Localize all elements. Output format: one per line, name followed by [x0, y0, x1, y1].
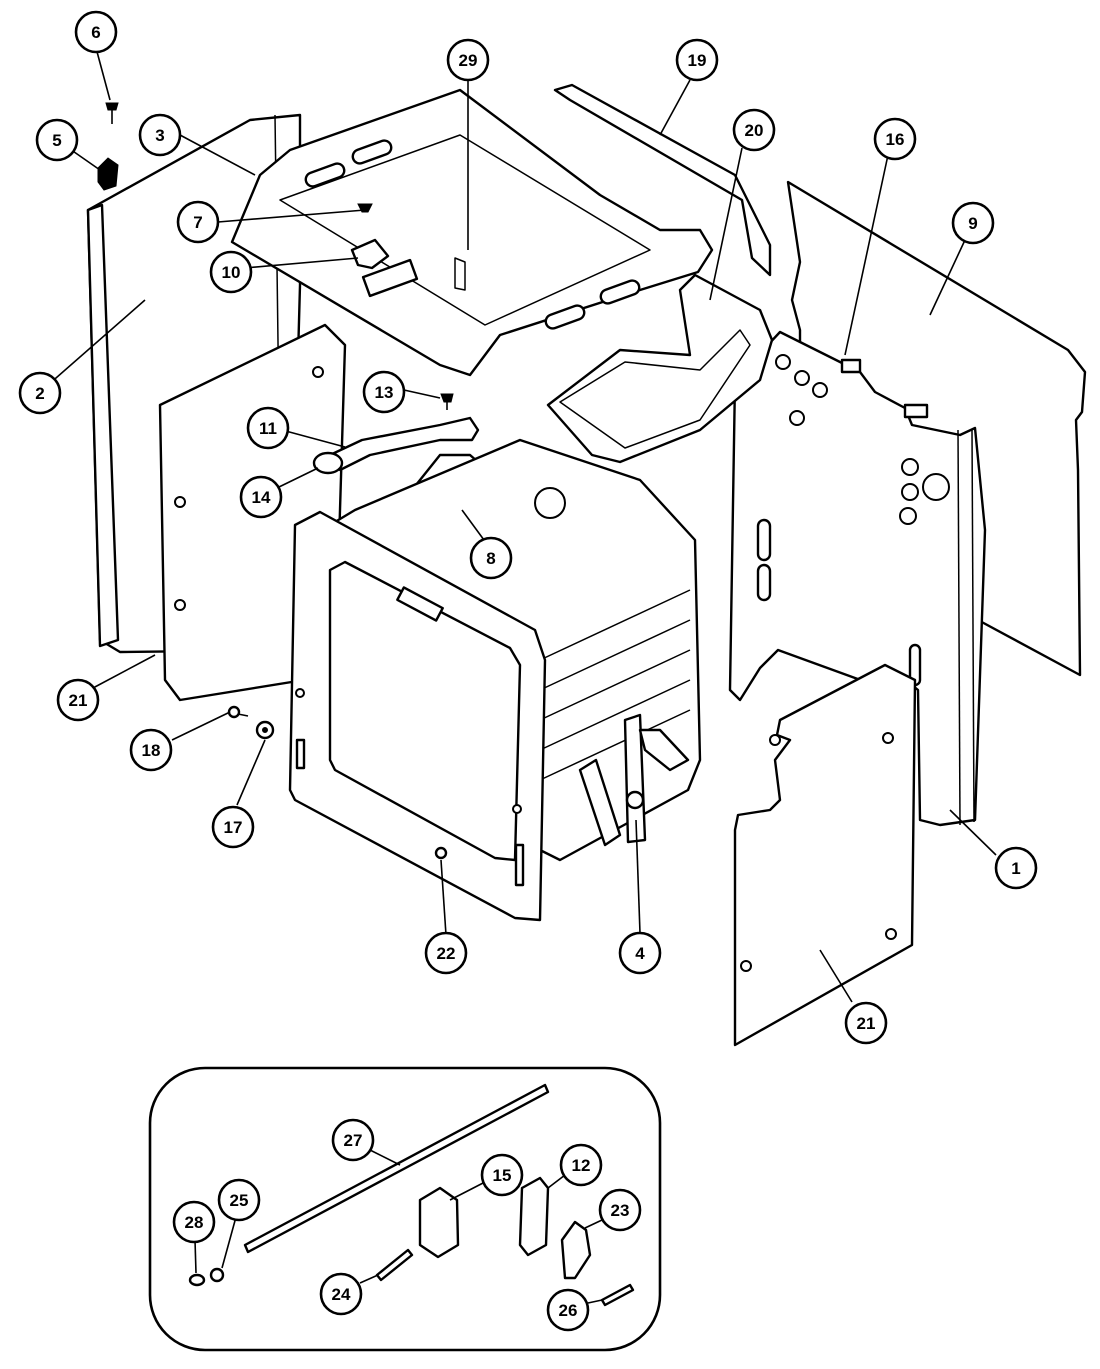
part-9-rear-side-panel: [786, 180, 1087, 677]
callout-label: 11: [259, 419, 277, 438]
callout-14: 14: [239, 475, 283, 519]
callout-label: 22: [437, 944, 456, 963]
callout-22: 22: [424, 931, 468, 975]
callout-21-left: 21: [56, 678, 100, 722]
callout-8: 8: [469, 536, 513, 580]
callout-24: 24: [319, 1272, 363, 1316]
callout-2: 2: [18, 371, 62, 415]
callout-label: 10: [222, 263, 241, 282]
callout-label: 20: [745, 121, 764, 140]
callout-label: 23: [611, 1201, 630, 1220]
callout-1: 1: [994, 846, 1038, 890]
callout-label: 9: [968, 214, 977, 233]
part-18-screw: [227, 705, 249, 719]
callout-16: 16: [873, 117, 917, 161]
callout-label: 17: [224, 818, 243, 837]
callout-9: 9: [951, 201, 995, 245]
callout-label: 8: [486, 549, 495, 568]
callout-label: 7: [193, 213, 202, 232]
callout-19: 19: [675, 38, 719, 82]
part-3-top-pan: [230, 88, 714, 377]
part-19-rear-trim: [553, 83, 772, 277]
callout-label: 21: [69, 691, 88, 710]
callout-label: 16: [886, 130, 905, 149]
callout-7: 7: [176, 200, 220, 244]
part-16-side-panel: [728, 330, 987, 827]
callout-label: 6: [91, 23, 100, 42]
callout-5: 5: [35, 118, 79, 162]
callout-11: 11: [246, 406, 290, 450]
part-13-screw: [440, 393, 454, 410]
callout-label: 28: [185, 1213, 204, 1232]
callout-10: 10: [209, 250, 253, 294]
callout-label: 12: [572, 1156, 591, 1175]
part-4-hinge: [578, 713, 690, 847]
callout-25: 25: [217, 1178, 261, 1222]
callout-label: 2: [35, 384, 44, 403]
callout-27: 27: [331, 1118, 375, 1162]
callout-18: 18: [129, 728, 173, 772]
part-10-switch: [350, 238, 390, 270]
callout-21-right: 21: [844, 1001, 888, 1045]
callout-3: 3: [138, 113, 182, 157]
callout-26: 26: [546, 1288, 590, 1332]
part-20-tray: [546, 273, 774, 464]
callout-6: 6: [74, 10, 118, 54]
callout-15: 15: [480, 1153, 524, 1197]
part-17-nut: [255, 720, 275, 740]
callout-label: 21: [857, 1014, 876, 1033]
callout-20: 20: [732, 108, 776, 152]
part-11-bracket: [312, 416, 480, 475]
callout-13: 13: [362, 370, 406, 414]
callout-12: 12: [559, 1143, 603, 1187]
part-6-screw: [105, 102, 119, 124]
callout-label: 13: [375, 383, 394, 402]
callout-label: 3: [155, 126, 164, 145]
callout-label: 27: [344, 1131, 363, 1150]
callout-label: 1: [1011, 859, 1020, 878]
callout-label: 18: [142, 741, 161, 760]
callout-label: 25: [230, 1191, 249, 1210]
part-22-screw: [434, 846, 448, 860]
callout-label: 4: [635, 944, 645, 963]
callout-4: 4: [618, 931, 662, 975]
part-21-right-panel: [733, 663, 917, 1047]
inset-door-lock-assembly: [148, 1066, 662, 1352]
callout-label: 24: [332, 1285, 351, 1304]
callout-label: 5: [52, 131, 61, 150]
callout-29: 29: [446, 38, 490, 82]
callout-label: 29: [459, 51, 478, 70]
callout-label: 14: [252, 488, 271, 507]
callout-17: 17: [211, 805, 255, 849]
callout-23: 23: [598, 1188, 642, 1232]
callout-label: 15: [493, 1166, 512, 1185]
callout-28: 28: [172, 1200, 216, 1244]
callout-label: 19: [688, 51, 707, 70]
part-5-clip: [97, 157, 119, 191]
oven-front-frame: [288, 510, 547, 922]
callout-label: 26: [559, 1301, 578, 1320]
